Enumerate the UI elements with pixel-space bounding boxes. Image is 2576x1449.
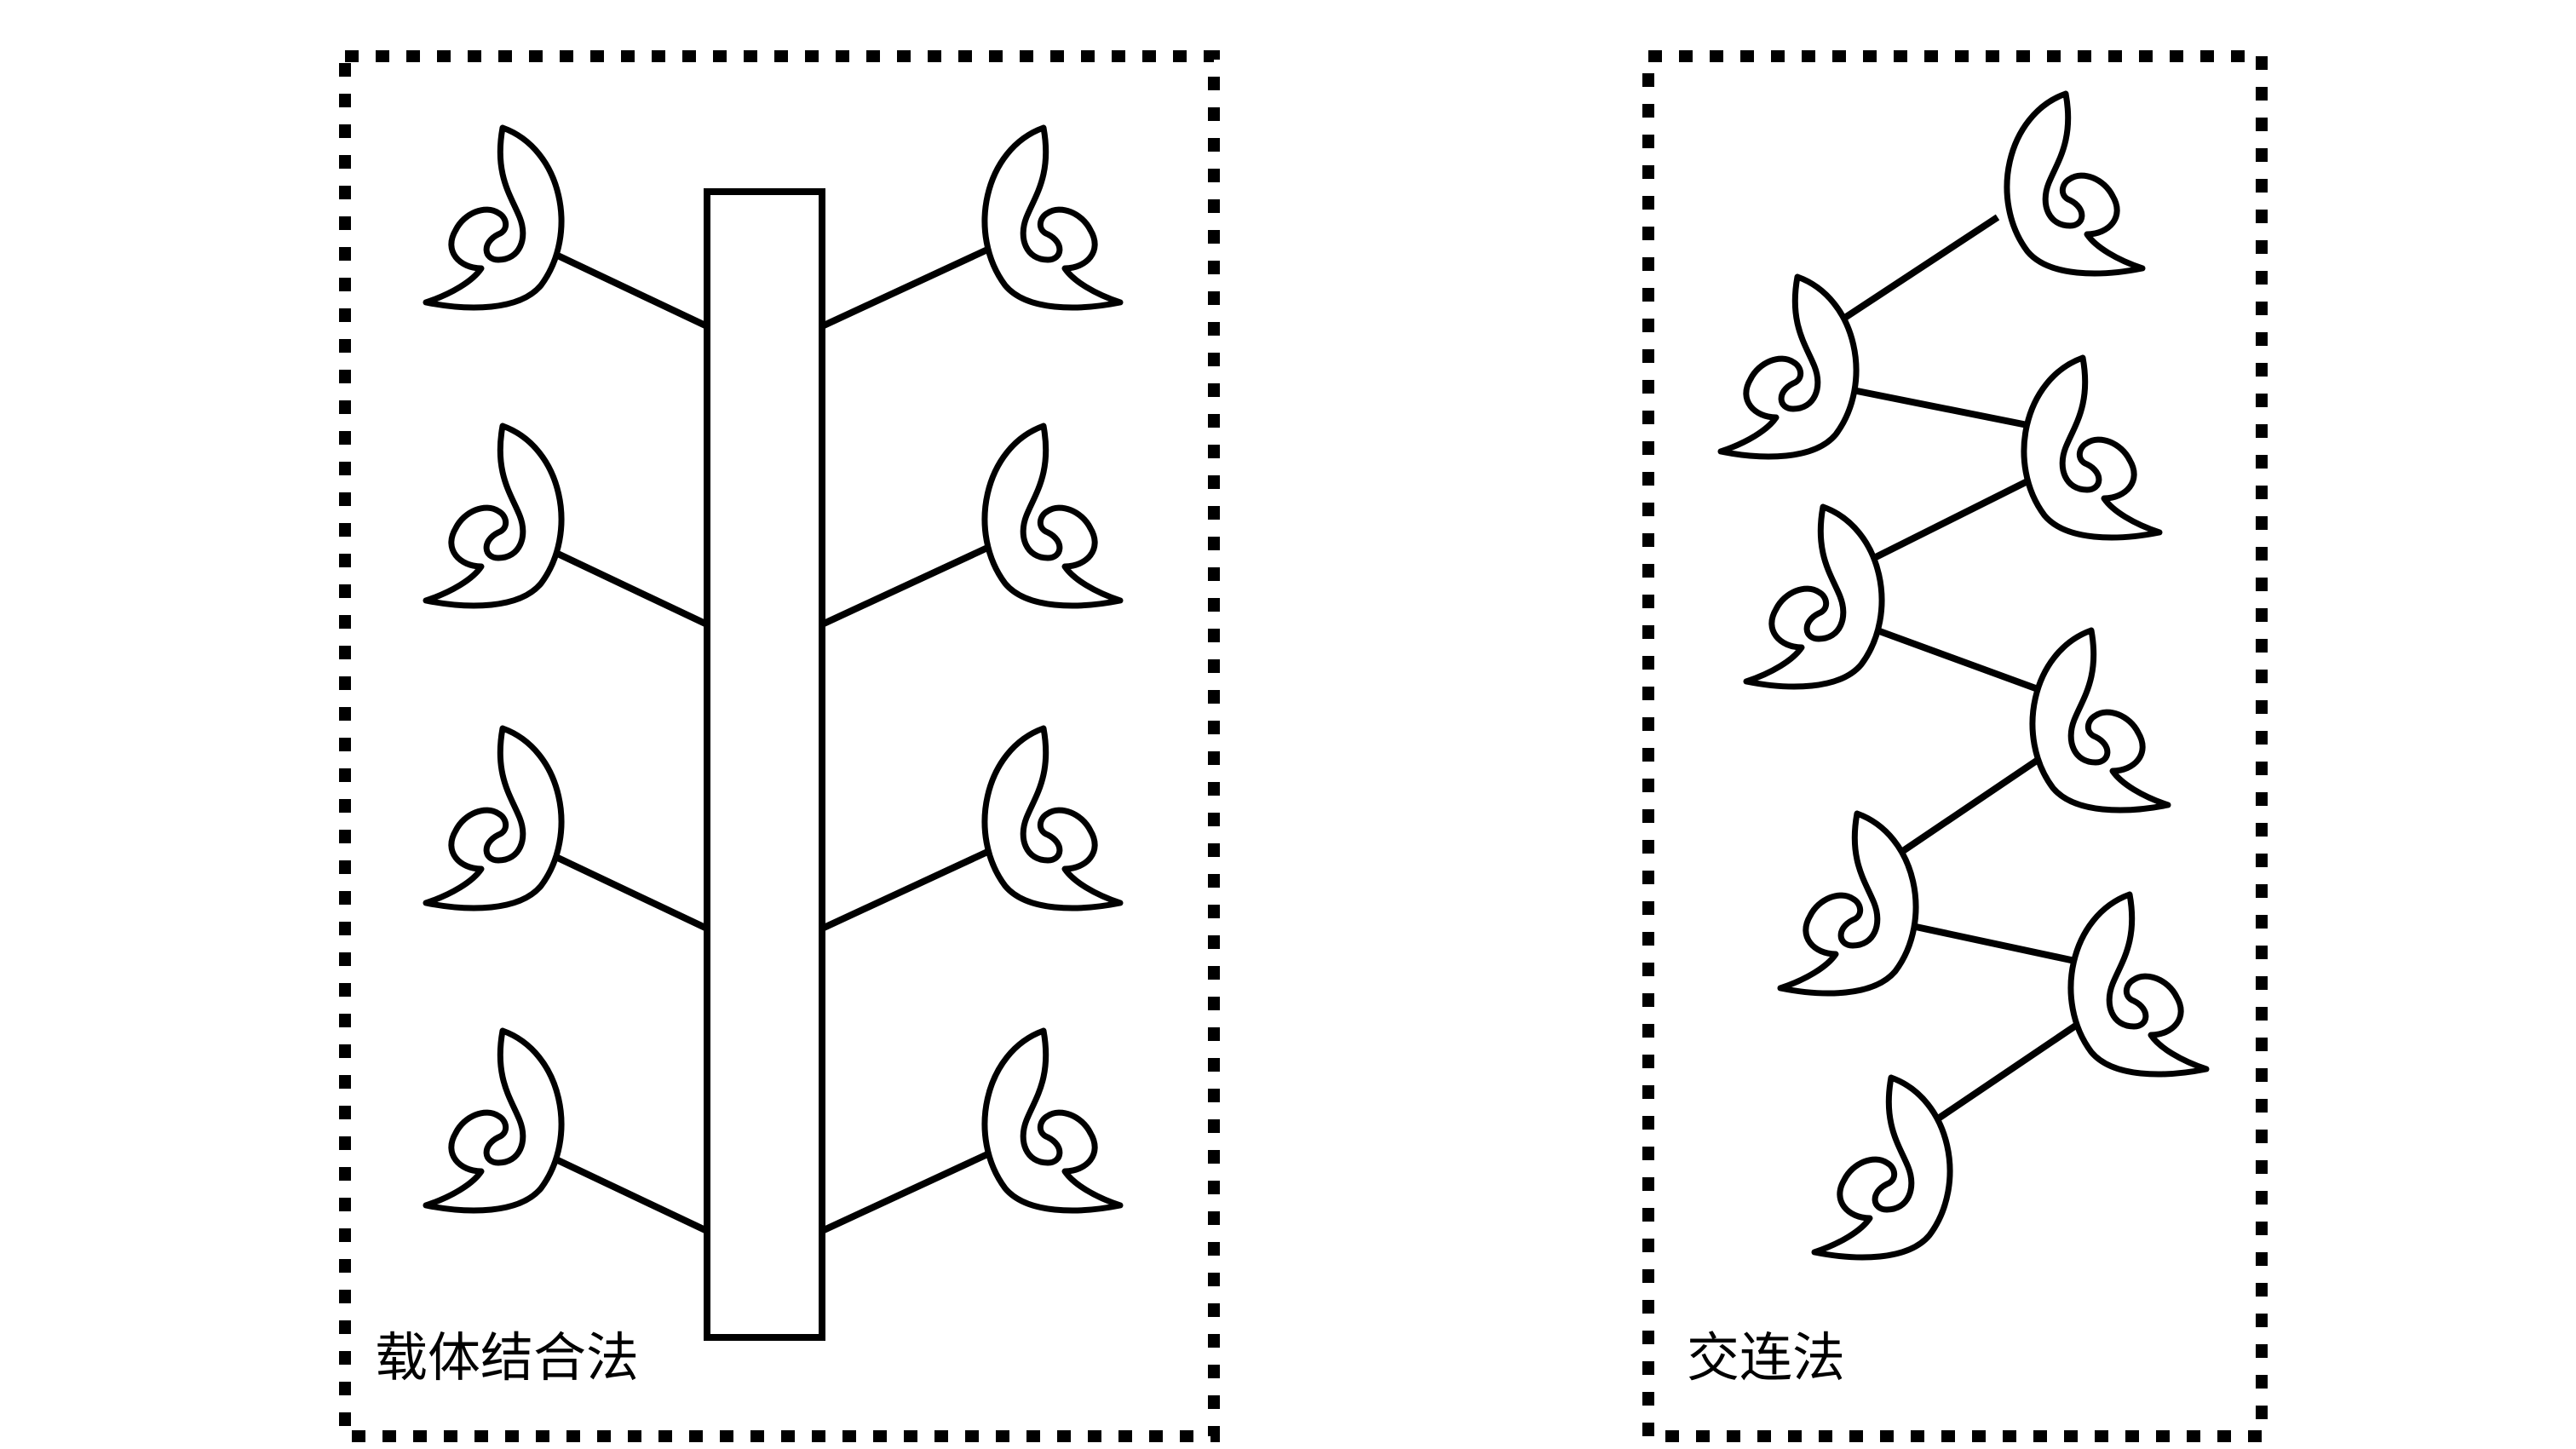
enzyme-molecule-icon [423, 423, 565, 609]
carrier-binding-frame [339, 50, 1220, 1442]
enzyme-molecule-icon [423, 1027, 565, 1214]
carrier-binding-label: 载体结合法 [375, 1326, 639, 1389]
carrier-bonds [543, 242, 998, 1234]
cross-linking-label: 交连法 [1687, 1326, 1845, 1389]
carrier-bar [704, 188, 825, 1341]
enzyme-molecule-icon [981, 725, 1124, 911]
enzyme-molecule-icon [2067, 891, 2210, 1078]
enzyme-molecule-icon [981, 423, 1124, 609]
enzyme-molecule-icon [981, 124, 1124, 311]
cross-link-bonds [1833, 214, 2090, 1128]
enzyme-molecule-icon [1717, 273, 1860, 460]
enzyme-molecule-icon [1811, 1074, 1953, 1261]
cross-linking-frame [1642, 50, 2268, 1442]
cross-linking-panel: 交连法 [1642, 50, 2268, 1442]
enzyme-molecule-icon [423, 124, 565, 311]
carrier-binding-panel: 载体结合法 [339, 50, 1220, 1442]
enzyme-molecule-icon [423, 725, 565, 911]
enzyme-molecule-icon [2004, 90, 2146, 277]
enzyme-molecule-icon [981, 1027, 1124, 1214]
enzyme-molecule-icon [1743, 503, 1885, 690]
enzyme-molecule-icon [2021, 354, 2163, 541]
enzyme-molecule-icon [1777, 810, 1919, 997]
enzyme-molecule-icon [2029, 627, 2171, 814]
